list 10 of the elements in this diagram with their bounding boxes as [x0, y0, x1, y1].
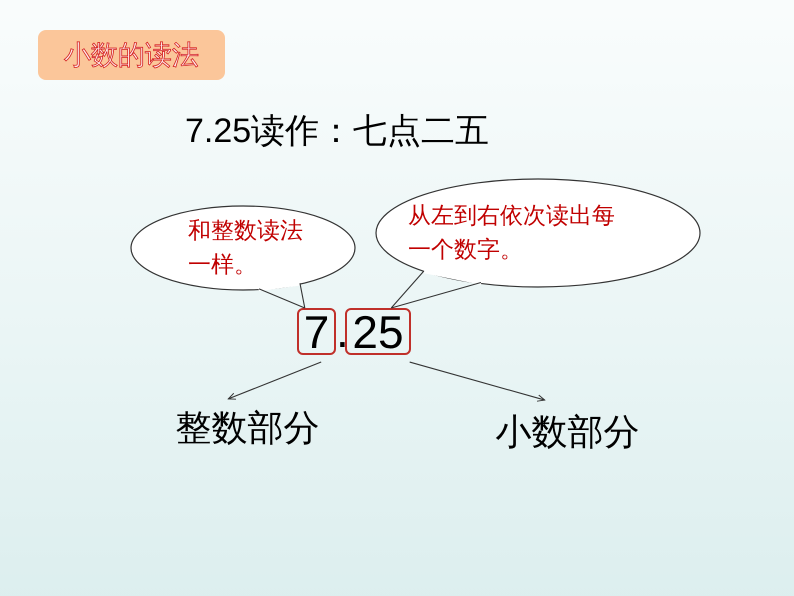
digit-box: 7 [297, 308, 336, 355]
part-label: 整数部分 [176, 406, 320, 450]
bubble-text: 和整数读法一样。 [188, 217, 304, 280]
part-label: 小数部分 [496, 410, 640, 454]
bubble-text: 从左到右依次读出每一个数字。 [408, 202, 616, 265]
title-badge: 小数的读法 [38, 30, 225, 80]
arrow [228, 362, 322, 400]
digit-box: 25 [345, 308, 411, 355]
reading-text: 7.25读作：七点二五 [185, 111, 490, 152]
arrow [410, 362, 546, 402]
